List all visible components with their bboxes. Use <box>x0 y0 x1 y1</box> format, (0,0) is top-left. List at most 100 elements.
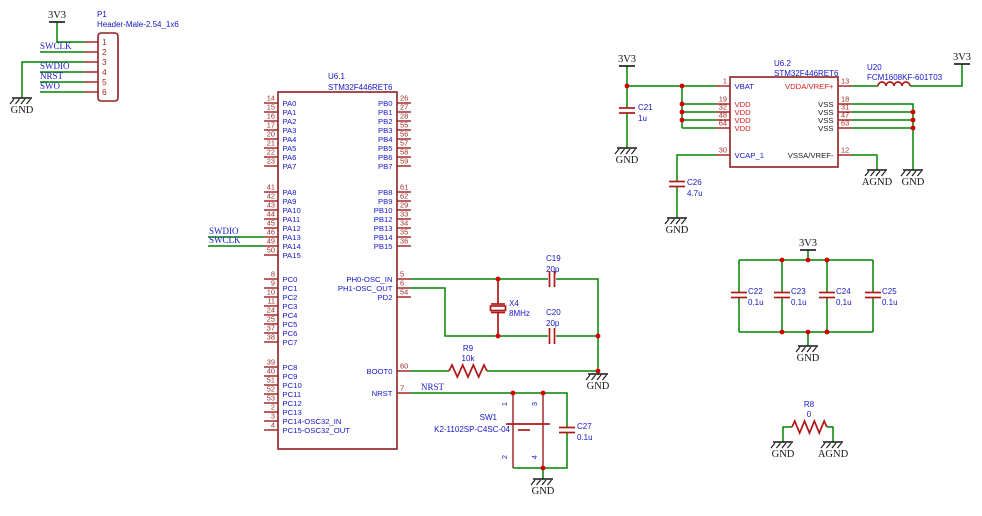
crystal-x4[interactable]: X4 8MHz <box>489 279 530 336</box>
ground-label: GND <box>666 225 689 236</box>
u20-coil <box>877 81 911 87</box>
pin-name-PC12: PC12 <box>283 399 302 408</box>
cap-c21[interactable]: C21 1u <box>619 103 653 123</box>
pin-number-15: 15 <box>267 103 275 112</box>
sw1-part: K2-1102SP-C4SC-04 <box>434 425 510 434</box>
pin-number-19: 19 <box>719 95 727 104</box>
pin-name-PA10: PA10 <box>283 206 301 215</box>
junction-dot <box>779 329 785 335</box>
pin-number-57: 57 <box>400 139 408 148</box>
wire-3v3-p1 <box>56 22 84 43</box>
pin-number-8: 8 <box>271 270 275 279</box>
pin-number-44: 44 <box>267 210 275 219</box>
pin-number-63: 63 <box>841 119 849 128</box>
r9-zigzag <box>448 362 488 380</box>
c26-value: 4.7u <box>687 189 703 198</box>
pin-name-PA11: PA11 <box>283 215 301 224</box>
junction-dot <box>805 329 811 335</box>
pin-number-28: 28 <box>400 112 408 121</box>
r9-ref: R9 <box>463 344 474 353</box>
cap-c20[interactable]: C20 20p <box>546 308 561 344</box>
pin-name-PC0: PC0 <box>283 275 298 284</box>
junction-dot <box>910 125 916 131</box>
net-label-swdio-mcu: SWDIO <box>209 226 239 236</box>
pin-name-PC8: PC8 <box>283 363 298 372</box>
pin-number-59: 59 <box>400 157 408 166</box>
pin-number-35: 35 <box>400 228 408 237</box>
u6-1-ref: U6.1 <box>328 72 345 81</box>
pin-name-PA6: PA6 <box>283 153 297 162</box>
ground-tick <box>602 374 607 381</box>
pin-name-PA2: PA2 <box>283 117 297 126</box>
cap-c23[interactable]: C23 0.1u <box>774 287 807 307</box>
pin-name-VSS: VSS <box>818 116 833 125</box>
ground-tick <box>547 479 552 486</box>
pin-name-PB7: PB7 <box>378 162 393 171</box>
wire-nrst-net <box>411 392 568 427</box>
pin-number-36: 36 <box>400 237 408 246</box>
pin-name-PB2: PB2 <box>378 117 393 126</box>
pin-name-PA14: PA14 <box>283 242 302 251</box>
pin-number-47: 47 <box>841 111 849 120</box>
power-flag-3v3-vdda: 3V3 <box>953 52 971 65</box>
gnd-symbol-r8: GND <box>770 441 795 460</box>
pin-number-3: 3 <box>271 412 275 421</box>
cap-c22[interactable]: C22 0.1u <box>731 287 764 307</box>
pin-number-52: 52 <box>267 385 275 394</box>
cap-c19[interactable]: C19 20p <box>546 254 561 287</box>
junction-dot <box>824 257 830 263</box>
cap-c27[interactable]: C27 0.1u <box>559 422 593 442</box>
cap-c24[interactable]: C24 0.1u <box>819 287 852 307</box>
wire-vss-rail <box>852 103 914 170</box>
pin-number-14: 14 <box>267 94 275 103</box>
c20-value: 20p <box>546 319 560 328</box>
cap-c25[interactable]: C25 0.1u <box>865 287 898 307</box>
x4-body <box>489 305 507 312</box>
ferrite-u20[interactable]: U20 FCM1608KF-601T03 <box>867 63 943 87</box>
pin-number-38: 38 <box>267 333 275 342</box>
pin-name-VDD: VDD <box>735 108 752 117</box>
ground-tick <box>806 346 812 353</box>
ground-label: GND <box>11 105 34 116</box>
pin-name-NRST: NRST <box>372 389 393 398</box>
ground-tick <box>620 148 625 155</box>
ground-tick <box>917 170 922 177</box>
pin-number-29: 29 <box>400 201 408 210</box>
c20-ref: C20 <box>546 308 561 317</box>
junction-dot <box>805 257 811 263</box>
resistor-r9[interactable]: R9 10k <box>448 344 488 380</box>
resistor-r8[interactable]: R8 0 <box>791 400 828 436</box>
cap-c26[interactable]: C26 4.7u <box>669 178 703 198</box>
pin-name-PA3: PA3 <box>283 126 297 135</box>
ground-tick <box>670 218 675 225</box>
power-flag-label: 3V3 <box>953 52 971 63</box>
pin-name-VBAT: VBAT <box>735 82 755 91</box>
pin-number-45: 45 <box>267 219 275 228</box>
pin-number-24: 24 <box>267 306 275 315</box>
pin-name-PC15-OSC32_OUT: PC15-OSC32_OUT <box>283 426 351 435</box>
c21-ref: C21 <box>638 103 653 112</box>
pin-number-43: 43 <box>267 201 275 210</box>
pin-number-39: 39 <box>267 358 275 367</box>
sw1-pin1-num: 1 <box>500 402 509 406</box>
u6-1-pins-pa-high: 41PA842PA943PA1044PA1145PA1246PA1349PA14… <box>264 183 301 260</box>
mcu-u6-1[interactable]: U6.1 STM32F446RET6 14PA015PA116PA217PA32… <box>264 72 411 450</box>
pin-name-VSSA/VREF-: VSSA/VREF- <box>788 151 834 160</box>
junction-dot <box>910 109 916 115</box>
pin-number-6: 6 <box>102 87 107 97</box>
pin-number-1: 1 <box>102 37 107 47</box>
wire-oscin-b-rail <box>556 278 599 374</box>
pin-name-PC5: PC5 <box>283 320 298 329</box>
c22-ref: C22 <box>748 287 763 296</box>
junction-dot <box>540 390 546 396</box>
ground-tick <box>591 374 596 381</box>
gnd-symbol-osc: GND <box>585 373 610 392</box>
switch-sw1[interactable]: 1 3 2 4 SW1 K2-1102SP-C4SC-04 <box>434 393 550 468</box>
